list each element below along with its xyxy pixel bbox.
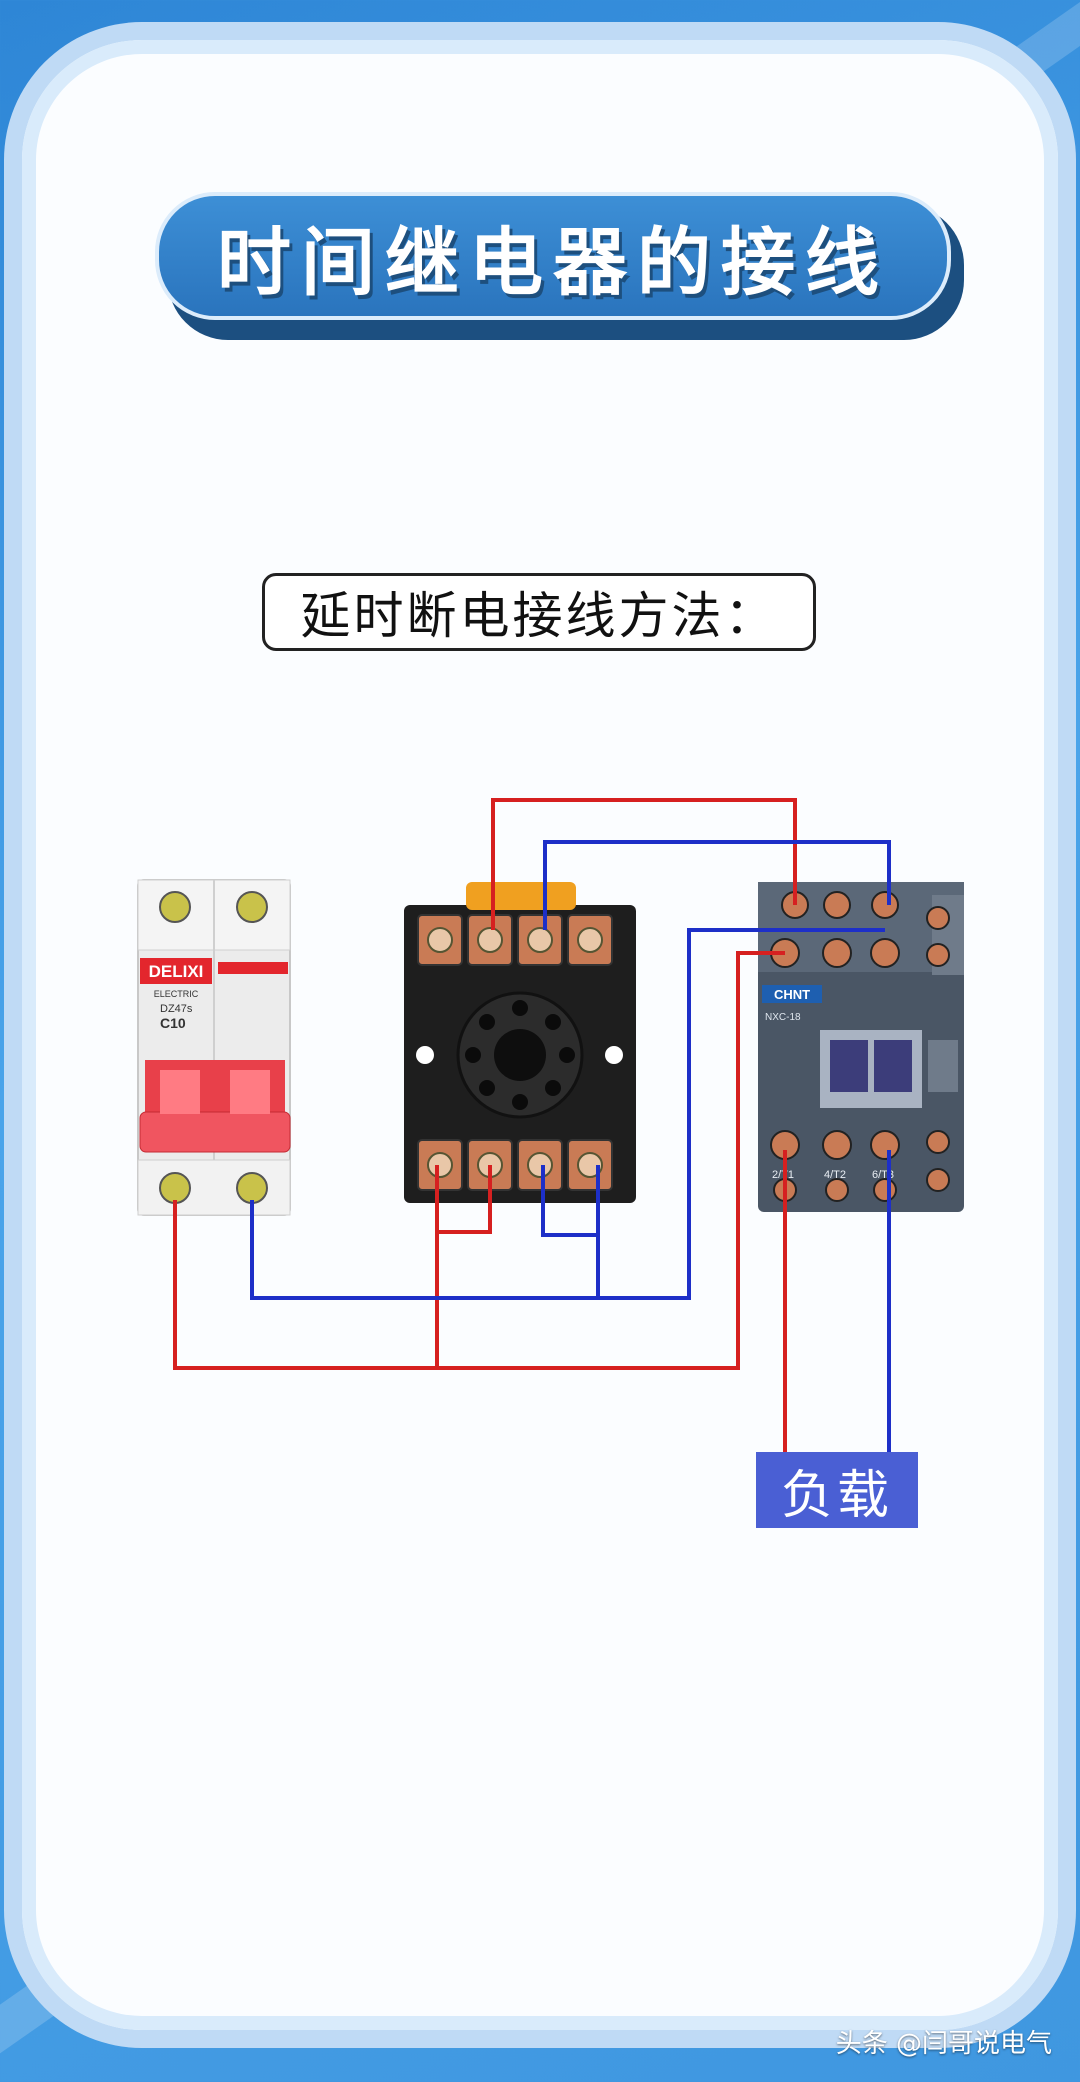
ac-contactor: CHNT NXC-18 2/T1 4/T2 6/T3 <box>758 882 964 1212</box>
breaker-brand-sub: ELECTRIC <box>154 989 199 999</box>
breaker-rating: C10 <box>160 1015 186 1031</box>
breaker-brand: DELIXI <box>149 962 204 981</box>
breaker-model: DZ47s <box>160 1003 193 1015</box>
time-relay-socket <box>404 882 636 1203</box>
watermark: 头条 @闫哥说电气 <box>835 2029 1052 2059</box>
wire-live-relay <box>435 1165 492 1368</box>
contactor-brand: CHNT <box>774 987 810 1002</box>
wire-neutral-coil <box>543 840 891 930</box>
contactor-model: NXC-18 <box>765 1012 801 1023</box>
wire-neutral-main <box>250 928 885 1300</box>
page-title: 时间继电器的接线 <box>155 192 951 320</box>
circuit-breaker: DELIXI ELECTRIC DZ47s C10 <box>137 879 291 1216</box>
wire-live-coil <box>491 798 797 930</box>
section-subtitle: 延时断电接线方法： <box>262 573 816 651</box>
contactor-terminal-t2: 4/T2 <box>824 1169 846 1181</box>
wire-live-main <box>173 951 785 1370</box>
wire-neutral-relay <box>541 1165 600 1298</box>
load-label: 负载 <box>756 1452 918 1528</box>
